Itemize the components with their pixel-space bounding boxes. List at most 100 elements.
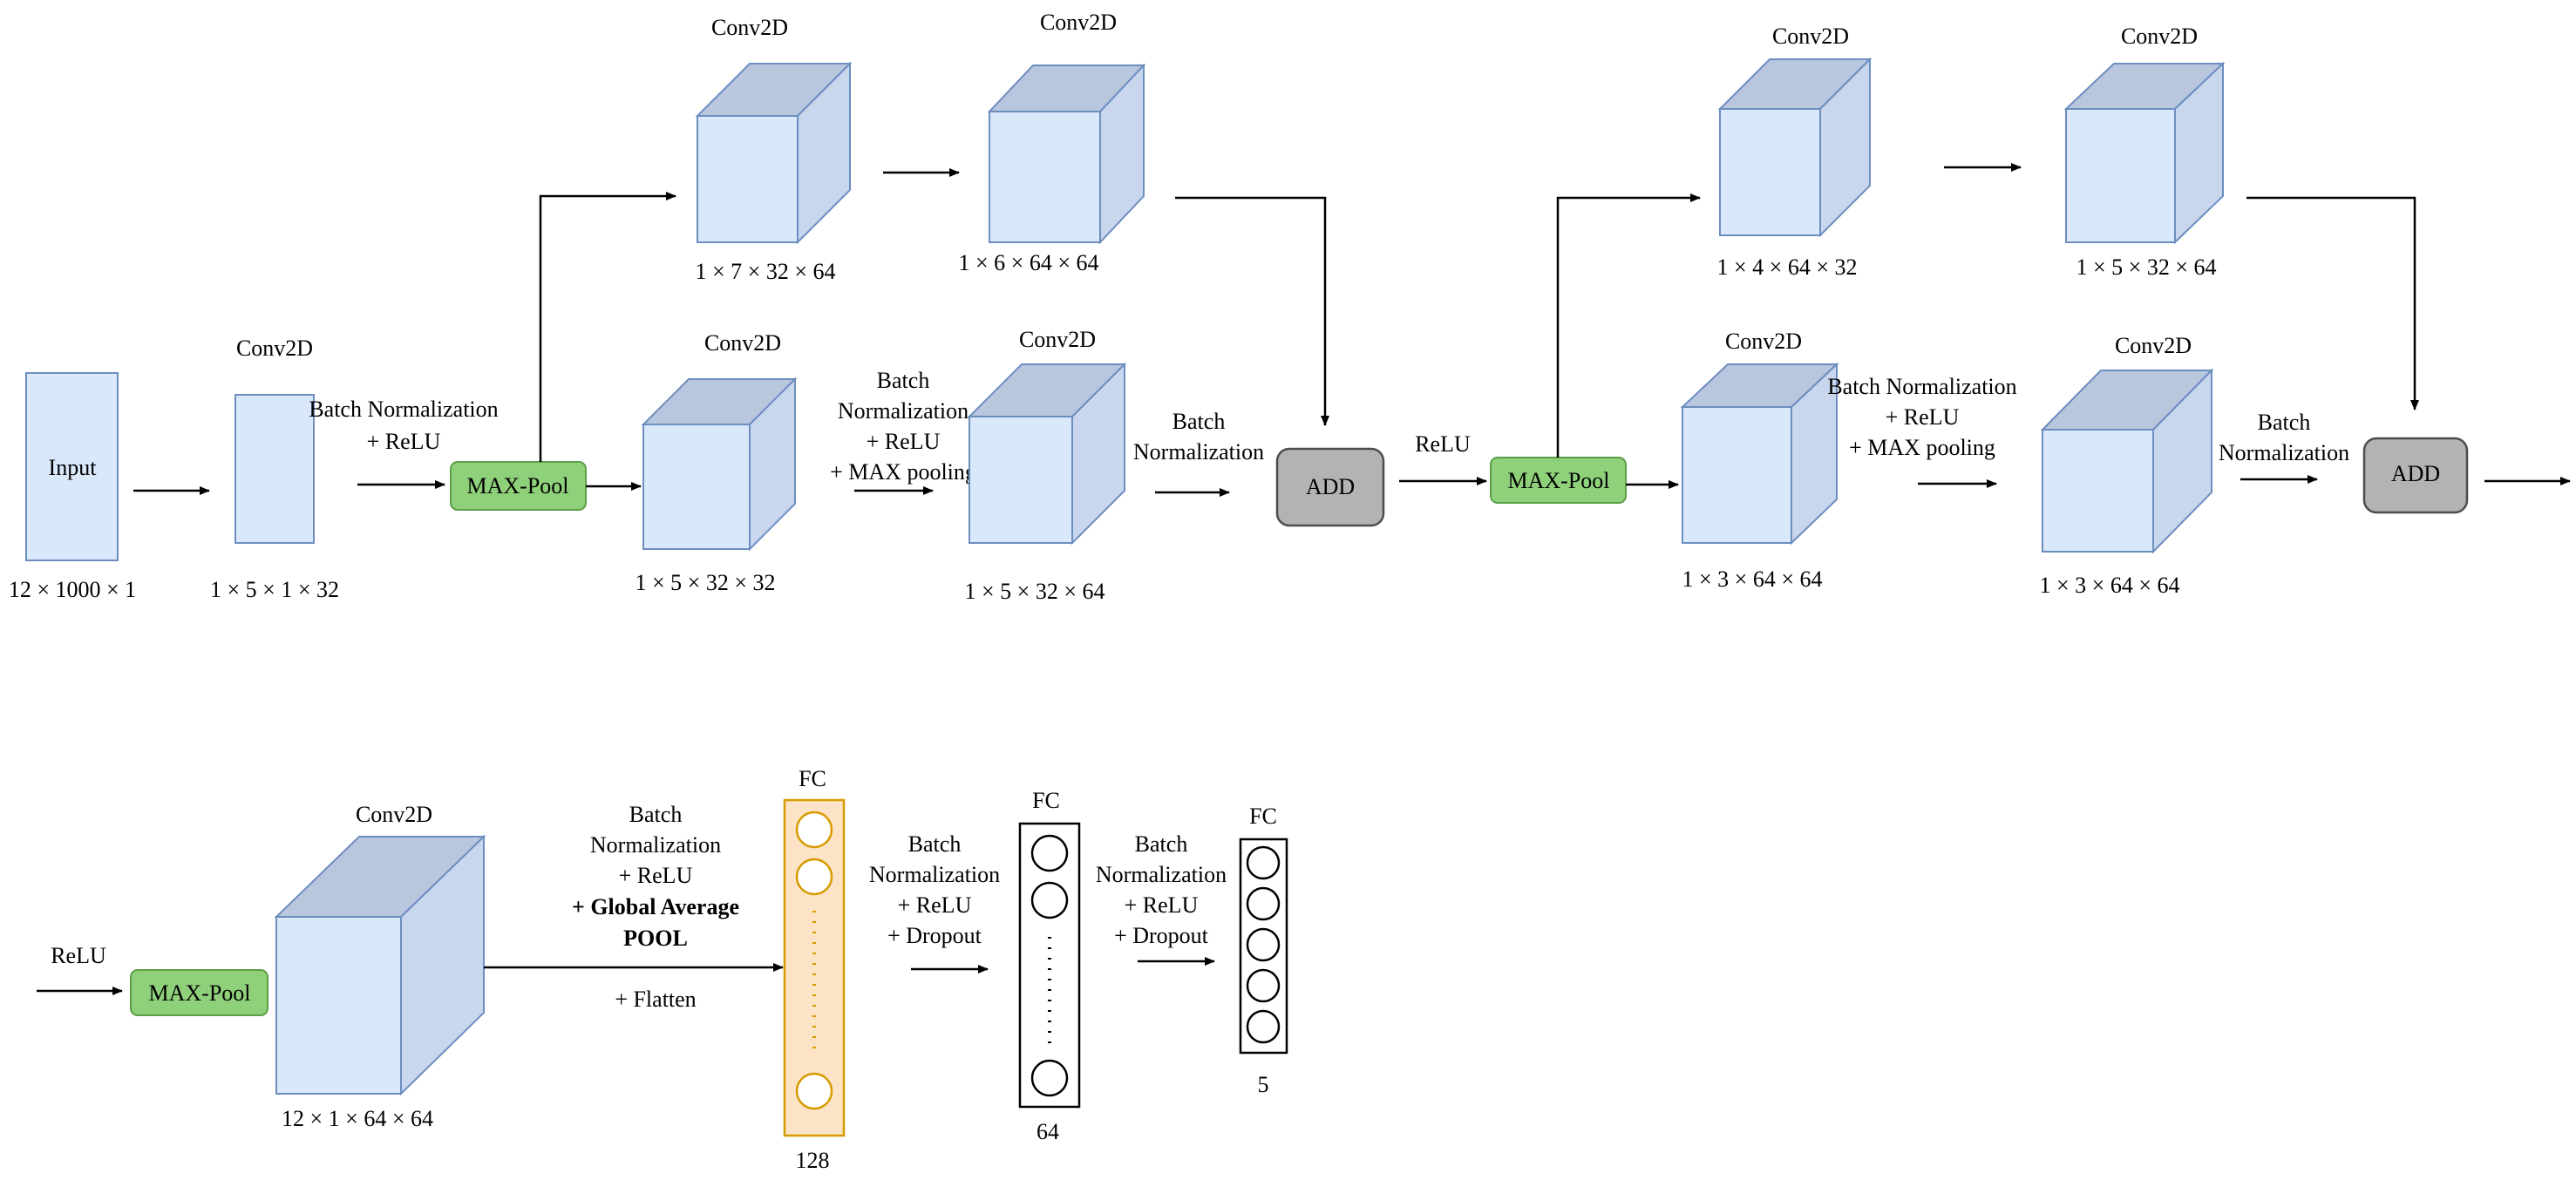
bn-drop-label-line3: + ReLU bbox=[898, 892, 972, 918]
mid-label-line4: + MAX pooling bbox=[830, 459, 976, 485]
fc-size: 5 bbox=[1258, 1072, 1269, 1097]
fc-layer-64: FC 64 bbox=[1018, 788, 1081, 1144]
shape-face bbox=[697, 115, 799, 243]
fc-layer-128: FC 128 bbox=[783, 766, 846, 1173]
shape-face bbox=[2042, 429, 2154, 553]
neuron bbox=[795, 858, 833, 896]
block2-upper-conv-a: Conv2D 1 × 4 × 64 × 32 bbox=[1717, 24, 1873, 280]
skip-arrow bbox=[2246, 196, 2419, 410]
block1-upper-conv-a: Conv2D 1 × 7 × 32 × 64 bbox=[696, 15, 853, 284]
fc-title: FC bbox=[1032, 788, 1060, 813]
bn-drop-label-line4: + Dropout bbox=[1114, 923, 1209, 948]
add-label: ADD bbox=[1306, 474, 1355, 499]
bn-label-line1: Batch bbox=[2258, 410, 2311, 435]
input-block: Input 12 × 1000 × 1 bbox=[9, 372, 136, 602]
neuron bbox=[1030, 881, 1069, 919]
conv-dim: 1 × 6 × 64 × 64 bbox=[959, 250, 1099, 275]
max-pool-label: MAX-Pool bbox=[466, 473, 568, 499]
conv-title: Conv2D bbox=[2121, 24, 2198, 49]
shape-face bbox=[2362, 437, 2469, 514]
conv-dim: 1 × 3 × 64 × 64 bbox=[1682, 566, 1823, 592]
neuron bbox=[1246, 1009, 1281, 1044]
neuron bbox=[1246, 845, 1281, 880]
neuron bbox=[795, 811, 833, 849]
mid-label-line2: Normalization bbox=[838, 398, 969, 424]
neuron bbox=[1030, 834, 1069, 872]
shape-face bbox=[2065, 108, 2176, 243]
bn-relu-label-line1: Batch Normalization bbox=[309, 397, 498, 422]
bn-drop-label-line3: + ReLU bbox=[1125, 892, 1199, 918]
conv-dim: 12 × 1 × 64 × 64 bbox=[282, 1106, 433, 1131]
bn-drop-label-line1: Batch bbox=[1135, 831, 1188, 857]
neuron bbox=[1030, 1059, 1069, 1097]
max-pool-2: MAX-Pool bbox=[1490, 457, 1627, 504]
gap-label-line2: Normalization bbox=[590, 832, 721, 858]
neuron bbox=[1246, 927, 1281, 962]
gap-label-line5: POOL bbox=[623, 926, 688, 951]
shape-face bbox=[234, 394, 315, 544]
conv-title: Conv2D bbox=[1040, 10, 1117, 35]
block2-upper-conv-b: Conv2D 1 × 5 × 32 × 64 bbox=[2063, 24, 2226, 280]
conv-dim: 1 × 4 × 64 × 32 bbox=[1717, 254, 1858, 280]
conv1-title: Conv2D bbox=[236, 336, 313, 361]
shape-face bbox=[1275, 447, 1385, 527]
shape-face bbox=[989, 111, 1101, 243]
add-node-2: ADD bbox=[2362, 437, 2469, 514]
block1-upper-conv-b: Conv2D 1 × 6 × 64 × 64 bbox=[959, 10, 1146, 275]
conv-title: Conv2D bbox=[711, 15, 788, 40]
block1-lower-conv-a: Conv2D 1 × 5 × 32 × 32 bbox=[636, 330, 798, 595]
branch-arrow bbox=[1556, 193, 1701, 458]
gap-label-line6: + Flatten bbox=[615, 987, 696, 1012]
block1-lower-conv-b: Conv2D 1 × 5 × 32 × 64 bbox=[965, 327, 1127, 604]
block2-lower-conv-a: Conv2D 1 × 3 × 64 × 64 bbox=[1680, 329, 1839, 592]
fc-layer-5: FC 5 bbox=[1239, 804, 1288, 1097]
mid-label-line3: + ReLU bbox=[867, 429, 941, 454]
bn-drop-label-line2: Normalization bbox=[1096, 862, 1227, 887]
mid-label-line3: + MAX pooling bbox=[1849, 435, 1995, 460]
conv-title: Conv2D bbox=[704, 330, 781, 356]
block2-lower-conv-b: Conv2D 1 × 3 × 64 × 64 bbox=[2040, 333, 2214, 598]
input-dim: 12 × 1000 × 1 bbox=[9, 577, 136, 602]
shape-face bbox=[130, 969, 268, 1016]
shape-face bbox=[1682, 406, 1792, 544]
conv-dim: 1 × 5 × 32 × 64 bbox=[2076, 254, 2217, 280]
shape-face bbox=[969, 416, 1073, 544]
shape-face bbox=[25, 372, 119, 561]
relu-label: ReLU bbox=[1415, 431, 1471, 457]
bn-drop-label-line4: + Dropout bbox=[887, 923, 982, 948]
shape-face bbox=[275, 916, 402, 1095]
bn-label-line2: Normalization bbox=[2219, 440, 2349, 465]
bn-relu-label-line2: + ReLU bbox=[367, 429, 441, 454]
conv-title: Conv2D bbox=[1725, 329, 1802, 354]
neuron bbox=[1246, 886, 1281, 921]
neuron bbox=[1246, 968, 1281, 1003]
mid-label-line1: Batch bbox=[877, 368, 930, 393]
shape-face bbox=[642, 424, 751, 550]
conv-title: Conv2D bbox=[2115, 333, 2192, 358]
conv1-block: Conv2D 1 × 5 × 1 × 32 bbox=[210, 336, 339, 602]
conv-dim: 1 × 5 × 32 × 64 bbox=[965, 579, 1105, 604]
conv-dim: 1 × 5 × 32 × 32 bbox=[636, 570, 776, 595]
branch-arrow bbox=[539, 192, 676, 462]
max-pool-label: MAX-Pool bbox=[148, 980, 250, 1006]
conv-dim: 1 × 7 × 32 × 64 bbox=[696, 259, 836, 284]
max-pool-3: MAX-Pool bbox=[130, 969, 268, 1016]
input-label: Input bbox=[49, 455, 98, 480]
fc-title: FC bbox=[1249, 804, 1277, 829]
gap-label-line1: Batch bbox=[629, 802, 683, 827]
conv1-dim: 1 × 5 × 1 × 32 bbox=[210, 577, 339, 602]
bn-drop-label-line1: Batch bbox=[908, 831, 962, 857]
gap-label-line3: + ReLU bbox=[619, 863, 693, 888]
fc-title: FC bbox=[799, 766, 826, 791]
conv-title: Conv2D bbox=[1019, 327, 1096, 352]
bn-drop-label-line2: Normalization bbox=[869, 862, 1000, 887]
row2-conv: Conv2D 12 × 1 × 64 × 64 bbox=[274, 802, 486, 1131]
conv-title: Conv2D bbox=[1772, 24, 1849, 49]
shape-face bbox=[1719, 108, 1821, 236]
bn-label-line2: Normalization bbox=[1133, 439, 1264, 465]
fc-size: 64 bbox=[1037, 1119, 1059, 1144]
mid-label-line2: + ReLU bbox=[1886, 404, 1960, 430]
conv-dim: 1 × 3 × 64 × 64 bbox=[2040, 573, 2180, 598]
add-node-1: ADD bbox=[1275, 447, 1385, 527]
